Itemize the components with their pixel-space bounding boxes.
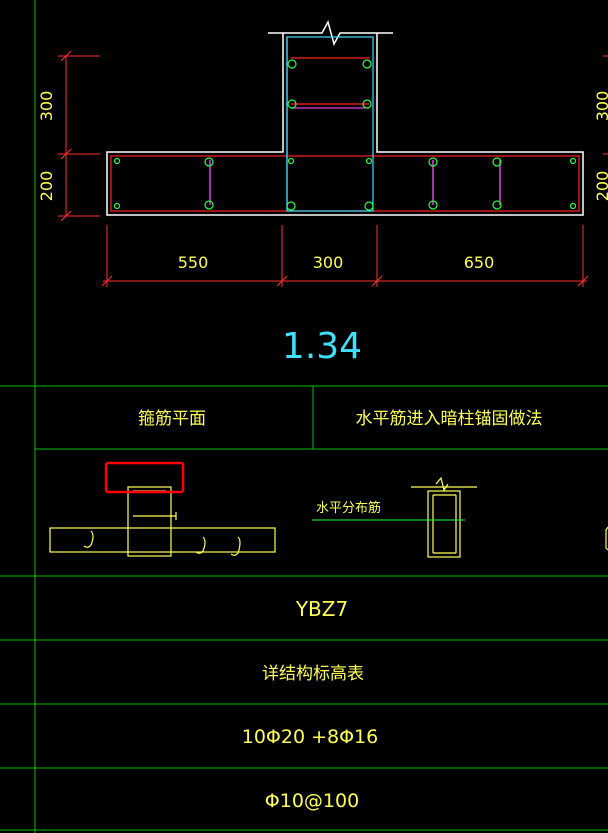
- highlight-box: [104, 461, 185, 494]
- rebar-dot-icon: [428, 200, 438, 210]
- break-line-icon: [268, 20, 393, 46]
- dim-left-300: 300: [37, 91, 56, 122]
- rebar-dot-icon: [113, 202, 121, 210]
- stirrup-plan-sketch: [49, 486, 276, 557]
- dim-bottom-550: 550: [178, 253, 209, 272]
- dimension-text-group: 300 200 300 200 550 300 650: [37, 91, 608, 272]
- rebar-dots: [113, 59, 577, 211]
- rebar-dot-icon: [287, 59, 297, 69]
- elevation-reference: 详结构标高表: [262, 664, 364, 684]
- stirrup-spec: Φ10@100: [265, 790, 359, 812]
- rebar-dot-icon: [365, 157, 373, 165]
- header-stirrup-plan: 箍筋平面: [138, 409, 206, 429]
- rebar-dot-icon: [287, 99, 297, 109]
- rebar-dot-icon: [569, 202, 577, 210]
- dim-right-200: 200: [593, 171, 608, 202]
- longitudinal-bars: 10Φ20 +8Φ16: [242, 726, 379, 748]
- hook-icon: [195, 536, 206, 554]
- rebar-dot-icon: [286, 201, 296, 211]
- hook-icon: [230, 536, 241, 556]
- header-anchorage-method: 水平筋进入暗柱锚固做法: [356, 409, 543, 429]
- dim-bottom-300: 300: [313, 253, 344, 272]
- dim-bottom-650: 650: [464, 253, 495, 272]
- rebar-dot-icon: [362, 99, 372, 109]
- column-name: YBZ7: [295, 597, 348, 621]
- dim-left-200: 200: [37, 171, 56, 202]
- hook-icon: [83, 530, 94, 548]
- rebar-dot-icon: [204, 157, 214, 167]
- rebar-dot-icon: [364, 201, 374, 211]
- flange-stirrup: [110, 155, 580, 212]
- anchorage-sketch: [411, 476, 477, 558]
- column-outline: [106, 20, 584, 216]
- rebar-dot-icon: [204, 200, 214, 210]
- web-stirrup: [286, 36, 374, 212]
- horizontal-bar-label: 水平分布筋: [316, 500, 381, 516]
- rebar-dot-icon: [362, 59, 372, 69]
- section-id-label: 1.34: [282, 326, 362, 367]
- stirrups: [110, 36, 580, 212]
- rebar-dot-icon: [113, 157, 121, 165]
- rebar-dot-icon: [569, 157, 577, 165]
- dimension-lines: [58, 50, 608, 287]
- rebar-dot-icon: [287, 157, 295, 165]
- rebar-dot-icon: [492, 200, 502, 210]
- rebar-dot-icon: [428, 157, 438, 167]
- rebar-dot-icon: [492, 157, 502, 167]
- dim-right-300: 300: [593, 91, 608, 122]
